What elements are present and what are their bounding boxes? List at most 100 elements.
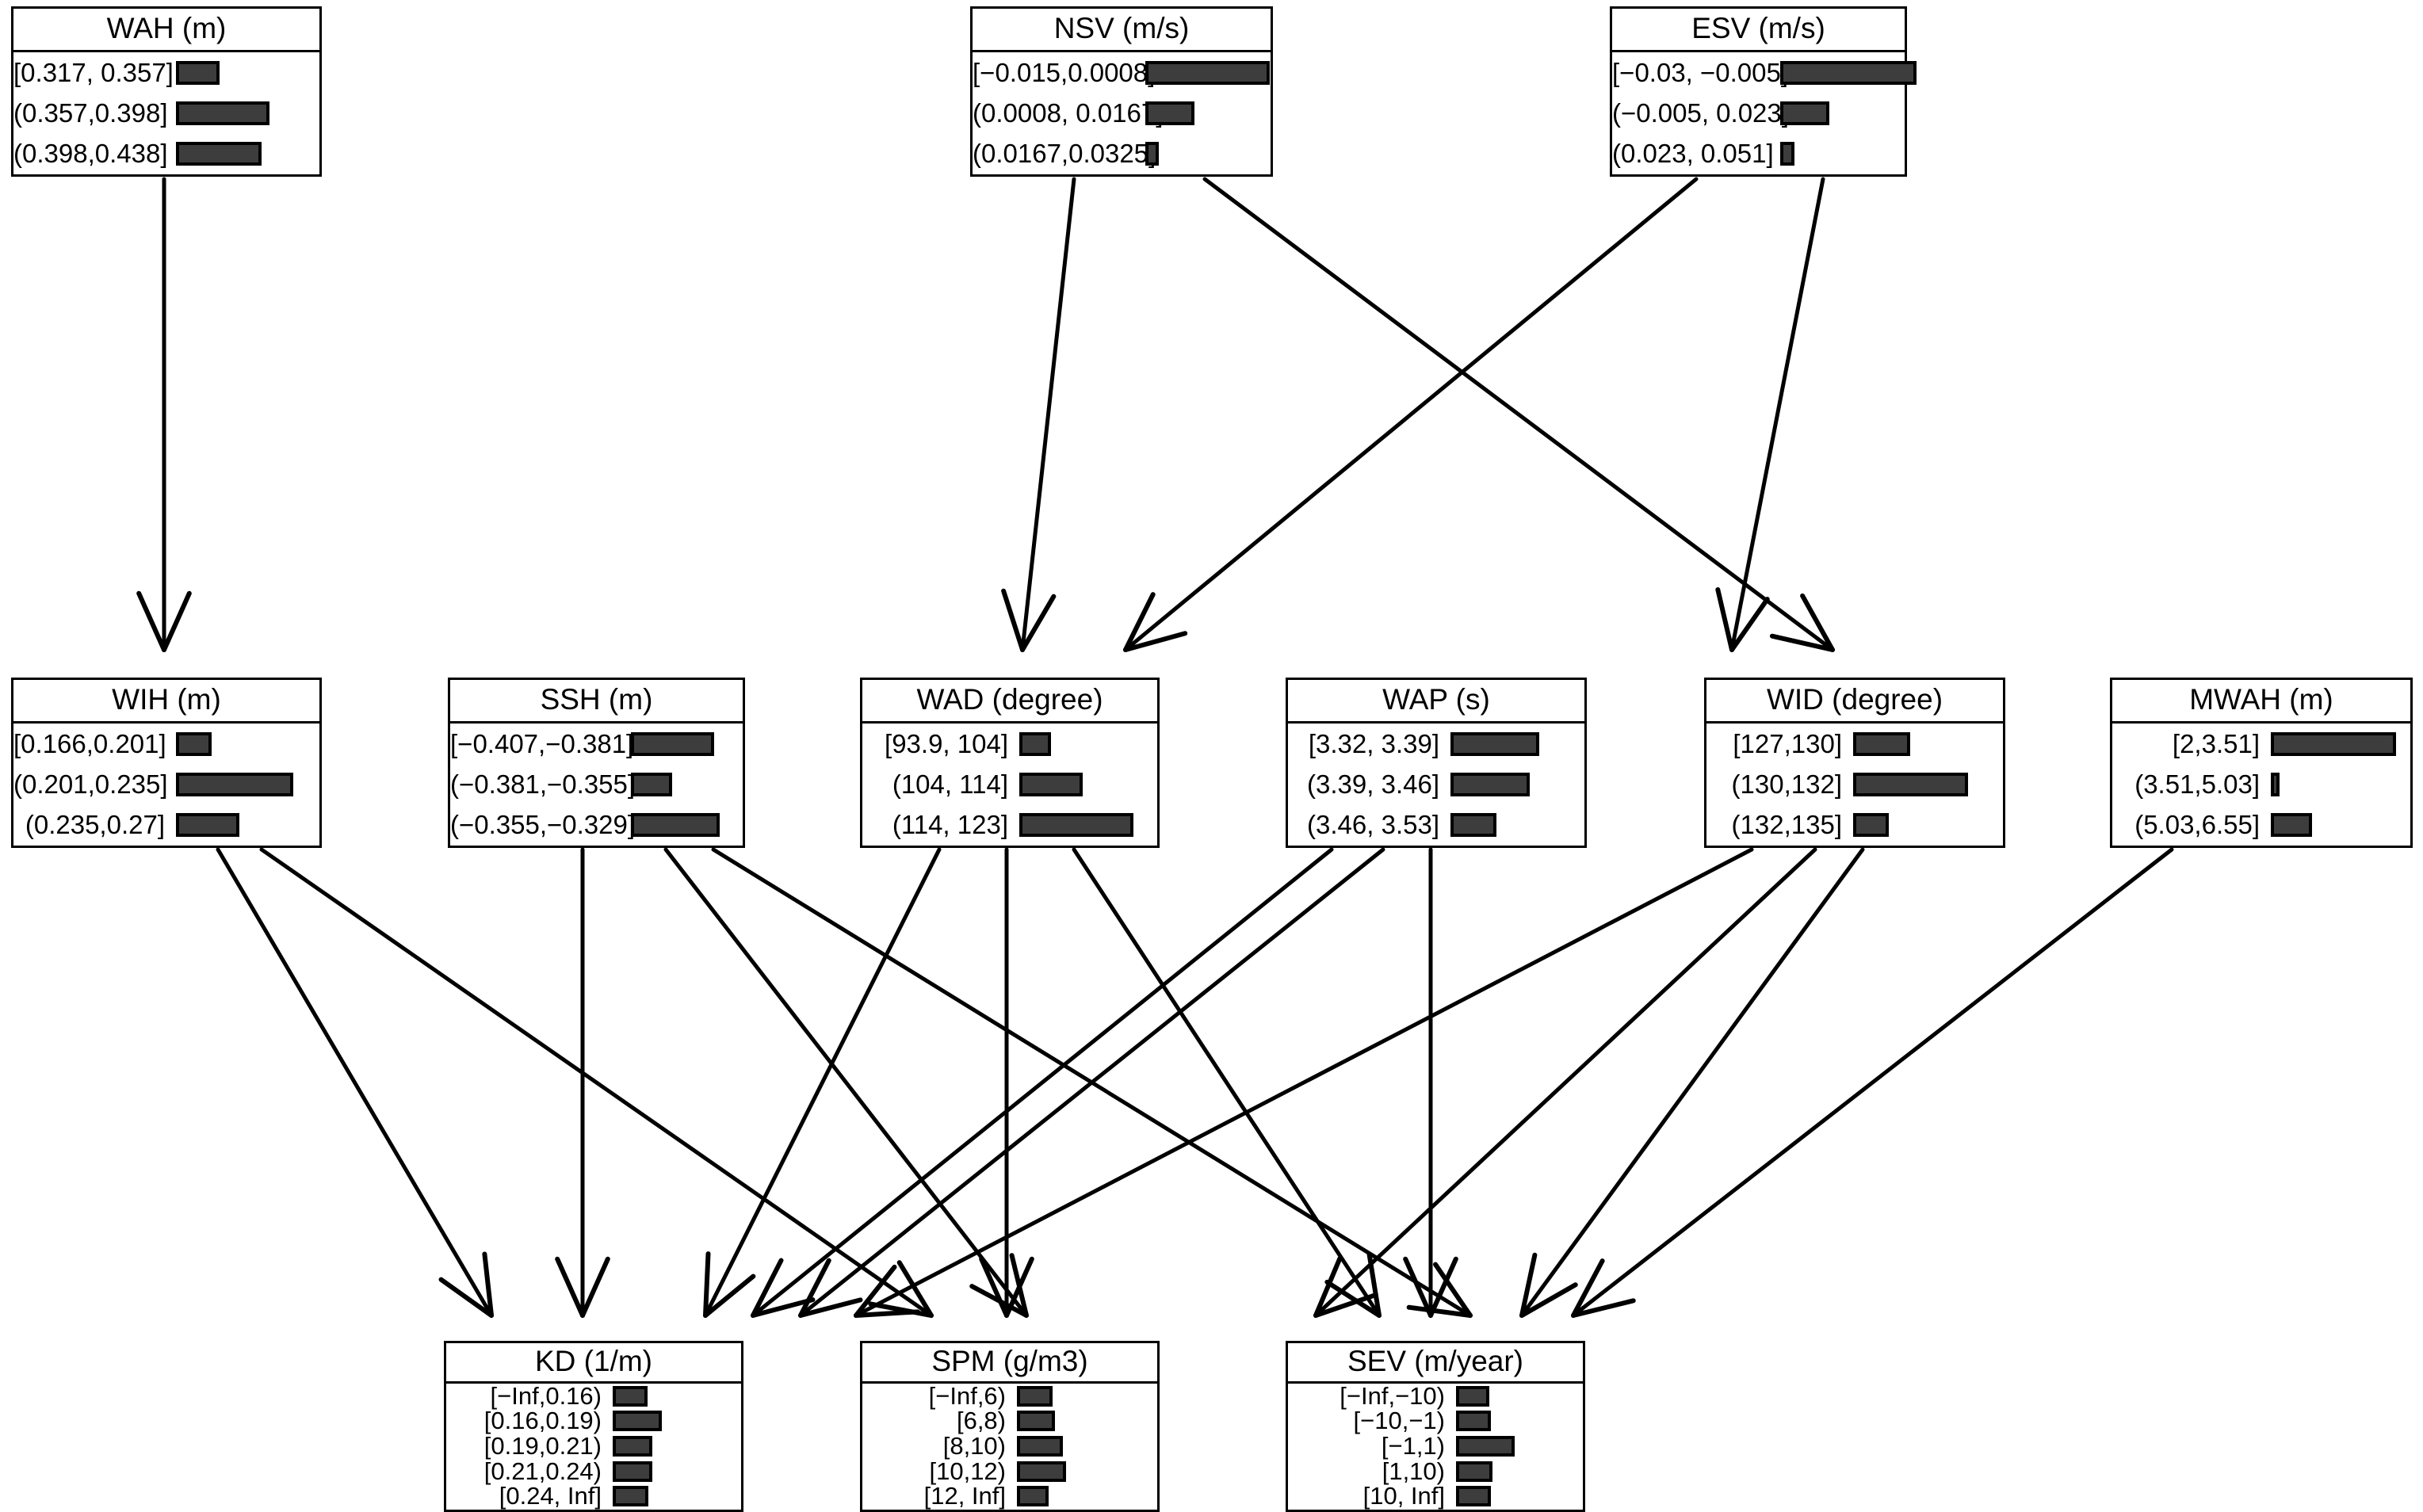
bin-label: [0.24, Inf]	[499, 1482, 602, 1510]
bin-bar-track	[176, 724, 319, 764]
node-esv[interactable]: ESV (m/s)[−0.03, −0.005](−0.005, 0.023](…	[1610, 6, 1917, 177]
bin-probability-bar	[1019, 812, 1133, 837]
edge-wap-to-kd	[751, 847, 1334, 1318]
bin-probability-bar	[1780, 101, 1829, 125]
bin-probability-bar	[1456, 1486, 1491, 1507]
node-title-wid: WID (degree)	[1706, 680, 2003, 724]
edge-wap-to-kd	[798, 847, 1385, 1318]
bin-bar-track	[1853, 804, 2003, 845]
bin-probability-bar	[1017, 1385, 1053, 1407]
arrowhead-icon	[1366, 1251, 1382, 1318]
arrowhead-icon	[1313, 1292, 1377, 1318]
node-wah[interactable]: WAH (m)[0.317, 0.357](0.357,0.398](0.398…	[11, 6, 322, 177]
bin-label: (−0.005, 0.023]	[1612, 97, 1789, 128]
node-wih[interactable]: WIH (m)[0.166,0.201](0.201,0.235](0.235,…	[11, 678, 322, 848]
bin-row: [0.16,0.19)	[446, 1407, 741, 1435]
bin-label: [−Inf,−10)	[1340, 1381, 1445, 1410]
bin-row: (0.398,0.438]	[13, 133, 319, 174]
bin-row: [0.24, Inf]	[446, 1482, 741, 1510]
bin-label: (0.201,0.235]	[13, 769, 168, 799]
bin-label: [127,130]	[1733, 728, 1842, 758]
node-bins-sev: [−Inf,−10)[−10,−1)[−1,1)[1,10)[10, Inf]	[1288, 1381, 1583, 1510]
bin-probability-bar	[1017, 1411, 1055, 1432]
bin-label: [3.32, 3.39]	[1308, 728, 1439, 758]
bin-bar-track	[1145, 52, 1271, 93]
node-bins-esv: [−0.03, −0.005](−0.005, 0.023](0.023, 0.…	[1612, 52, 1917, 174]
node-kd[interactable]: KD (1/m)[−Inf,0.16)[0.16,0.19)[0.19,0.21…	[444, 1341, 743, 1512]
bin-row: (0.0008, 0.0167]	[973, 93, 1271, 133]
node-title-wad: WAD (degree)	[862, 680, 1157, 724]
arrowhead-icon	[482, 1251, 494, 1318]
bin-probability-bar	[176, 60, 220, 85]
bin-label: (3.39, 3.46]	[1307, 769, 1439, 799]
bin-probability-bar	[613, 1411, 662, 1432]
node-bins-nsv: [−0.015,0.0008](0.0008, 0.0167](0.0167,0…	[973, 52, 1271, 174]
bin-probability-bar	[1450, 731, 1539, 756]
bin-probability-bar	[1450, 812, 1496, 837]
bin-bar-track	[631, 724, 743, 764]
bin-bar-track	[176, 133, 319, 174]
arrowhead-icon	[1324, 1279, 1382, 1318]
arrowhead-icon	[1571, 1298, 1636, 1318]
bin-label: [6,8)	[956, 1407, 1006, 1435]
bin-probability-bar	[1145, 141, 1159, 166]
node-bins-wah: [0.317, 0.357] (0.357,0.398](0.398,0.438]	[13, 52, 319, 174]
node-wap[interactable]: WAP (s)[3.32, 3.39](3.39, 3.46](3.46, 3.…	[1286, 678, 1587, 848]
bin-label: [−Inf,0.16)	[490, 1381, 602, 1410]
bin-row: [−Inf,6)	[862, 1382, 1157, 1410]
bin-label: [−0.407,−0.381]	[450, 728, 634, 758]
bin-row: [10, Inf]	[1288, 1482, 1583, 1510]
bin-row: [−Inf,−10)	[1288, 1381, 1583, 1410]
node-wad[interactable]: WAD (degree)[93.9, 104](104, 114](114, 1…	[860, 678, 1160, 848]
arrowhead-icon	[136, 590, 166, 652]
bin-bar-track	[613, 1483, 741, 1509]
bin-bar-track	[1017, 1434, 1157, 1459]
node-bins-wad: [93.9, 104](104, 114](114, 123]	[862, 724, 1157, 845]
node-title-wap: WAP (s)	[1288, 680, 1584, 724]
bin-bar-track	[1780, 52, 1917, 93]
node-wid[interactable]: WID (degree)[127,130](130,132](132,135]	[1704, 678, 2005, 848]
arrowhead-icon	[1406, 1304, 1473, 1318]
bin-label: (104, 114]	[892, 769, 1008, 799]
edge-wad-to-kd	[703, 847, 942, 1318]
bin-row: (0.357,0.398]	[13, 93, 319, 133]
bin-bar-track	[613, 1409, 741, 1434]
bin-label: (0.235,0.27]	[25, 809, 165, 839]
bin-bar-track	[1145, 133, 1271, 174]
arrowhead-icon	[1123, 631, 1188, 652]
arrowhead-icon	[1020, 594, 1057, 652]
bin-row: [1,10)	[1288, 1457, 1583, 1485]
node-bins-kd: [−Inf,0.16)[0.16,0.19)[0.19,0.21)[0.21,0…	[446, 1381, 741, 1510]
node-nsv[interactable]: NSV (m/s)[−0.015,0.0008](0.0008, 0.0167]…	[970, 6, 1273, 177]
bin-label: [0.16,0.19)	[483, 1407, 602, 1435]
bin-probability-bar	[2271, 731, 2396, 756]
node-spm[interactable]: SPM (g/m3)[−Inf,6)[6,8)[8,10)[10,12)[12,…	[860, 1341, 1160, 1512]
edge-ssh-to-sev	[711, 847, 1473, 1318]
arrowhead-icon	[969, 1284, 1029, 1318]
bin-label: [0.317, 0.357]	[13, 57, 174, 87]
node-sev[interactable]: SEV (m/year)[−Inf,−10)[−10,−1)[−1,1)[1,1…	[1286, 1341, 1585, 1512]
bin-row: [127,130]	[1706, 724, 2003, 764]
bin-label: [−10,−1)	[1353, 1407, 1445, 1435]
bin-label: (−0.381,−0.355]	[450, 769, 636, 799]
edge-wid-to-sev	[1313, 847, 1817, 1318]
node-bins-wap: [3.32, 3.39](3.39, 3.46](3.46, 3.53]	[1288, 724, 1584, 845]
bin-bar-track	[1456, 1483, 1583, 1509]
arrowhead-icon	[798, 1258, 831, 1318]
bin-bar-track	[1145, 93, 1271, 133]
bin-label: [0.21,0.24)	[483, 1457, 602, 1485]
node-title-nsv: NSV (m/s)	[973, 9, 1271, 52]
bin-label: [2,3.51]	[2172, 728, 2260, 758]
arrowhead-icon	[1715, 587, 1734, 652]
bin-row: [3.32, 3.39]	[1288, 724, 1584, 764]
bin-label: [−0.03, −0.005]	[1612, 57, 1789, 87]
node-ssh[interactable]: SSH (m)[−0.407,−0.381](−0.381,−0.355](−0…	[448, 678, 745, 848]
bin-probability-bar	[1450, 772, 1530, 796]
bin-bar-track	[1853, 724, 2003, 764]
bin-bar-track	[176, 764, 319, 804]
bin-label: [1,10)	[1382, 1457, 1445, 1485]
bin-label: [−1,1)	[1381, 1431, 1445, 1460]
bin-probability-bar	[2271, 812, 2312, 837]
node-mwah[interactable]: MWAH (m)[2,3.51](3.51,5.03](5.03,6.55]	[2110, 678, 2413, 848]
